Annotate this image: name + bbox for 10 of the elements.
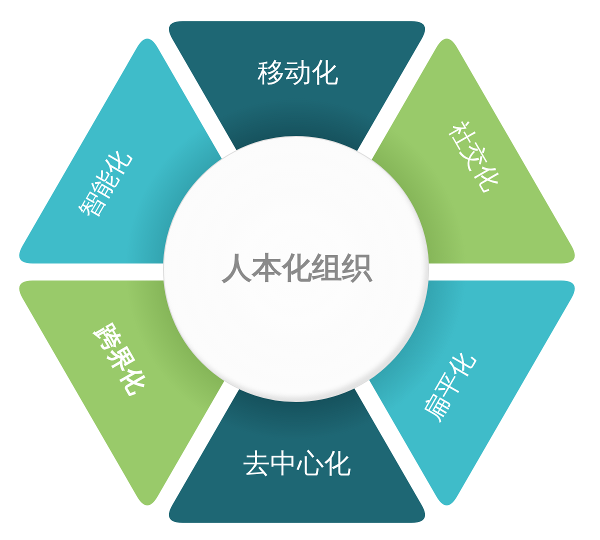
- segment-label: 扁平化: [419, 347, 479, 425]
- segment-label: 智能化: [75, 145, 135, 223]
- segment-label: 去中心化: [243, 450, 351, 478]
- segment-label: 跨界化: [91, 320, 151, 398]
- segment-label: 移动化: [258, 60, 338, 86]
- segment-label: 社交化: [445, 117, 505, 195]
- triangle-segment: [168, 21, 426, 153]
- center-label: 人本化组织: [222, 254, 372, 284]
- triangle-segment: [19, 38, 223, 264]
- triangle-segment: [168, 386, 426, 523]
